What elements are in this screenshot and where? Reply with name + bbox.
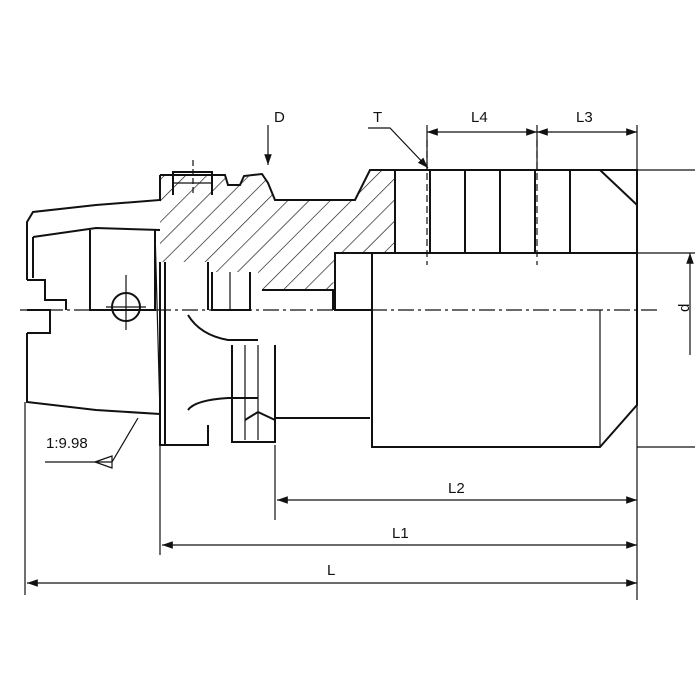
label-l3: L3 — [576, 109, 593, 126]
shank-pocket — [89, 230, 156, 311]
thread-outline — [430, 169, 638, 253]
dimensions — [26, 125, 694, 587]
thread-seg-2 — [464, 169, 501, 254]
flange-outline — [159, 262, 209, 446]
inner-block — [211, 272, 251, 311]
label-l1: L1 — [392, 525, 409, 542]
shank-upper-edge — [32, 226, 161, 238]
flange-top — [26, 175, 161, 280]
taper-shank — [26, 226, 161, 415]
label-l: L — [327, 562, 335, 579]
body-hatch-fill — [160, 170, 395, 290]
labels: D T L4 L3 d 1:9.98 L2 L1 L — [46, 109, 693, 579]
label-d-top: D — [274, 109, 285, 126]
label-l4: L4 — [471, 109, 488, 126]
nose-block — [334, 252, 373, 311]
lower-collar — [231, 345, 276, 443]
shank-step — [27, 279, 67, 310]
lower-curve — [187, 397, 258, 411]
shank-slot — [27, 309, 51, 334]
thread-seg-4 — [569, 169, 638, 254]
collar-notch — [244, 410, 276, 421]
stem-top — [262, 289, 334, 310]
label-t: T — [373, 109, 382, 126]
label-l2: L2 — [448, 480, 465, 497]
flange-body — [159, 262, 370, 446]
shank-lower-edge — [26, 333, 161, 415]
label-d-small: d — [676, 304, 693, 312]
extension-lines — [24, 125, 695, 600]
body-outline — [160, 169, 430, 201]
thread-seg-3 — [499, 169, 536, 254]
dim-t-leader — [368, 127, 429, 169]
thread-seg-1 — [394, 169, 431, 254]
taper-triangle — [93, 455, 113, 469]
label-taper: 1:9.98 — [46, 435, 88, 452]
body-section — [26, 160, 430, 290]
bore-curve — [187, 314, 258, 341]
nose-cylinder — [371, 252, 638, 448]
